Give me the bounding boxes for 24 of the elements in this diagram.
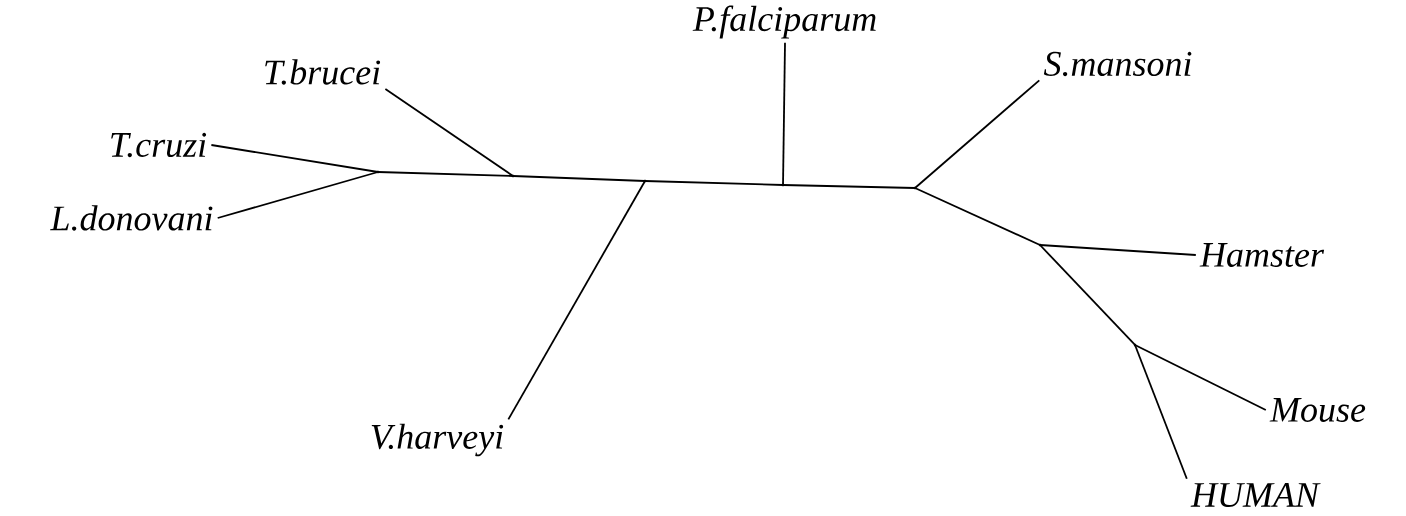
tree-branch xyxy=(384,88,514,177)
tree-branch xyxy=(210,144,379,173)
tree-branch xyxy=(1134,344,1188,480)
tree-branch xyxy=(914,79,1041,189)
tree-branch xyxy=(216,171,379,219)
tree-branch xyxy=(512,175,646,182)
species-label: P.falciparum xyxy=(692,5,876,39)
species-label: L.donovani xyxy=(50,205,213,231)
tree-branch xyxy=(1134,344,1267,411)
tree-branch xyxy=(1039,244,1197,256)
species-label: HUMAN xyxy=(1190,482,1321,508)
tree-branch xyxy=(914,187,1041,246)
species-label: S.mansoni xyxy=(1043,51,1192,77)
tree-branch xyxy=(782,184,916,189)
tree-branch xyxy=(644,180,784,186)
species-label: Mouse xyxy=(1269,398,1366,422)
species-label: T.brucei xyxy=(265,59,381,85)
species-label: Hamster xyxy=(1199,243,1325,267)
species-label: T.cruzi xyxy=(111,132,207,158)
tree-branch xyxy=(377,171,514,177)
tree-branch xyxy=(1039,244,1136,346)
tree-branch xyxy=(782,41,786,186)
species-label: V.harveyi xyxy=(371,423,504,457)
tree-branch xyxy=(507,180,646,421)
